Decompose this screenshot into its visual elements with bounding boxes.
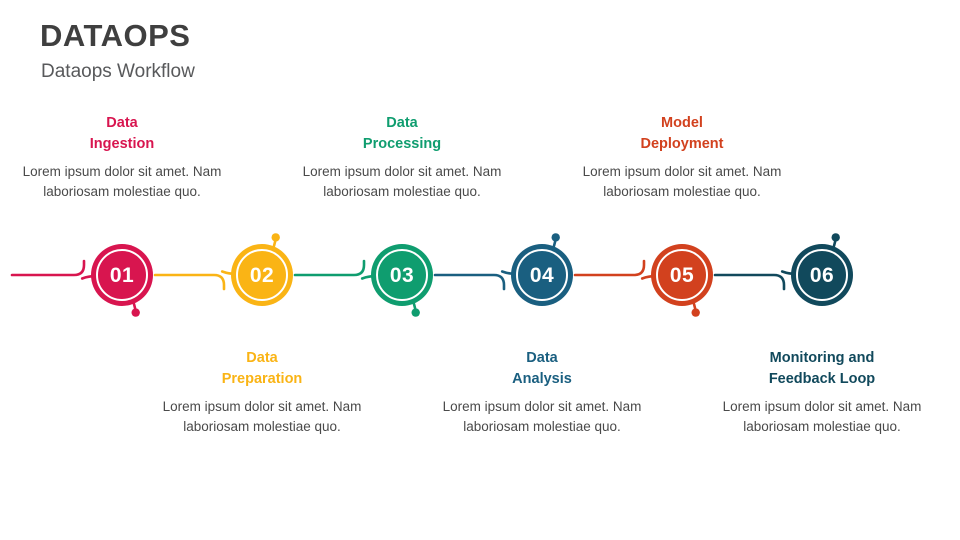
node-inner-ring-01 bbox=[96, 249, 148, 301]
connector-line-03 bbox=[293, 259, 366, 277]
step-heading-line2-06: Feedback Loop bbox=[768, 371, 876, 388]
connector-line-02 bbox=[153, 273, 226, 291]
step-heading-line1-03: Data bbox=[386, 115, 418, 131]
node-inner-ring-06 bbox=[796, 249, 848, 301]
step-heading-line2-01: Ingestion bbox=[89, 136, 155, 153]
step-heading-line1-06: Monitoring and bbox=[769, 350, 875, 366]
node-inner-ring-05 bbox=[656, 249, 708, 301]
step-body-04: Lorem ipsum dolor sit amet. Nam laborios… bbox=[442, 399, 642, 435]
step-body-06: Lorem ipsum dolor sit amet. Nam laborios… bbox=[722, 399, 922, 435]
connector-line-05 bbox=[573, 259, 646, 277]
arc-endpoint-dot-03 bbox=[411, 308, 420, 317]
step-heading-line1-05: Model bbox=[661, 115, 703, 131]
step-heading-line2-05: Deployment bbox=[640, 136, 724, 153]
arc-endpoint-dot-06 bbox=[831, 233, 840, 242]
step-node-05[interactable]: 05 bbox=[651, 244, 713, 306]
arc-endpoint-dot-05 bbox=[691, 308, 700, 317]
step-heading-line2-03: Processing bbox=[362, 136, 442, 153]
connector-line-04 bbox=[433, 273, 506, 291]
step-heading-line2-04: Analysis bbox=[512, 371, 572, 388]
step-heading-line2-02: Preparation bbox=[221, 371, 303, 388]
node-inner-ring-03 bbox=[376, 249, 428, 301]
step-body-05: Lorem ipsum dolor sit amet. Nam laborios… bbox=[582, 164, 782, 200]
connector-line-06 bbox=[713, 273, 786, 291]
step-node-04[interactable]: 04 bbox=[511, 244, 573, 306]
step-heading-line1-01: Data bbox=[106, 115, 138, 131]
step-node-03[interactable]: 03 bbox=[371, 244, 433, 306]
step-node-06[interactable]: 06 bbox=[791, 244, 853, 306]
step-heading-line1-04: Data bbox=[526, 350, 558, 366]
step-body-02: Lorem ipsum dolor sit amet. Nam laborios… bbox=[162, 399, 362, 435]
arc-endpoint-dot-04 bbox=[551, 233, 560, 242]
arc-endpoint-dot-02 bbox=[271, 233, 280, 242]
node-inner-ring-04 bbox=[516, 249, 568, 301]
step-node-01[interactable]: 01 bbox=[91, 244, 153, 306]
step-body-01: Lorem ipsum dolor sit amet. Nam laborios… bbox=[22, 164, 222, 200]
connector-line-01 bbox=[10, 259, 86, 277]
step-body-03: Lorem ipsum dolor sit amet. Nam laborios… bbox=[302, 164, 502, 200]
node-inner-ring-02 bbox=[236, 249, 288, 301]
connector-rails bbox=[10, 259, 786, 291]
arc-endpoint-dot-01 bbox=[131, 308, 140, 317]
step-node-02[interactable]: 02 bbox=[231, 244, 293, 306]
page-title: DATAOPS bbox=[40, 18, 191, 53]
step-heading-line1-02: Data bbox=[246, 350, 278, 366]
page-subtitle: Dataops Workflow bbox=[41, 61, 195, 82]
